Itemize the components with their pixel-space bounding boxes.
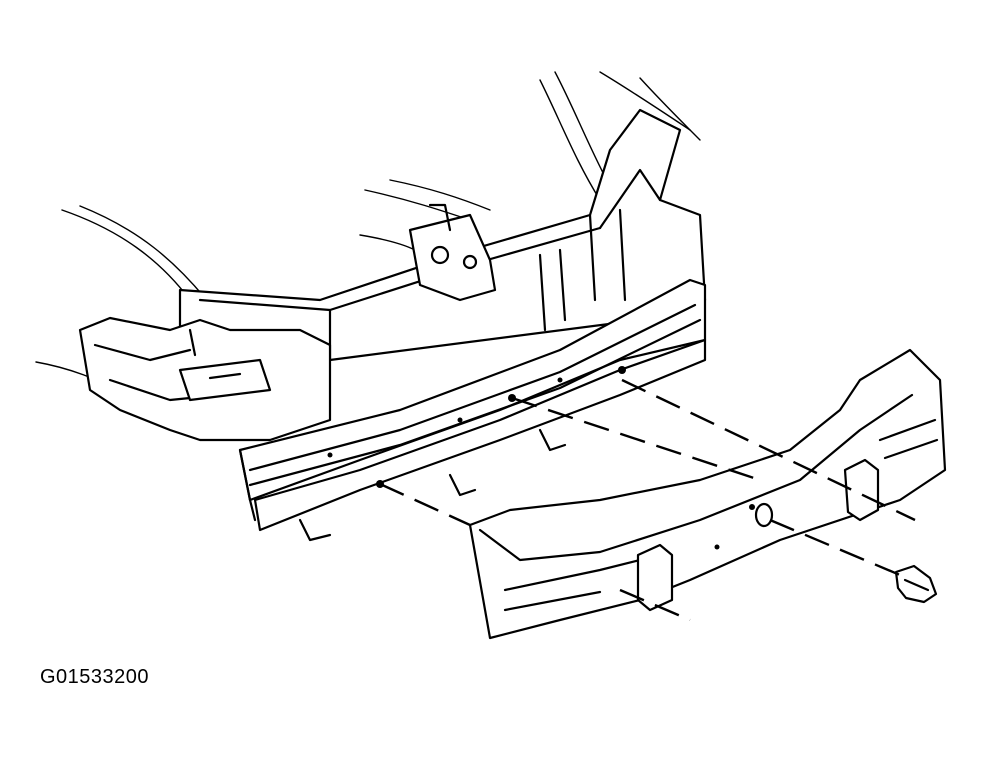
push-retainer-fastener	[894, 564, 938, 604]
impact-bar	[238, 278, 707, 542]
installation-guide-lines	[379, 378, 916, 622]
figure-code: G01533200	[40, 666, 150, 688]
wiring-lines	[35, 71, 701, 393]
energy-absorber	[468, 348, 947, 640]
left-frame-bracket	[78, 316, 332, 442]
hood-latch	[408, 203, 497, 302]
